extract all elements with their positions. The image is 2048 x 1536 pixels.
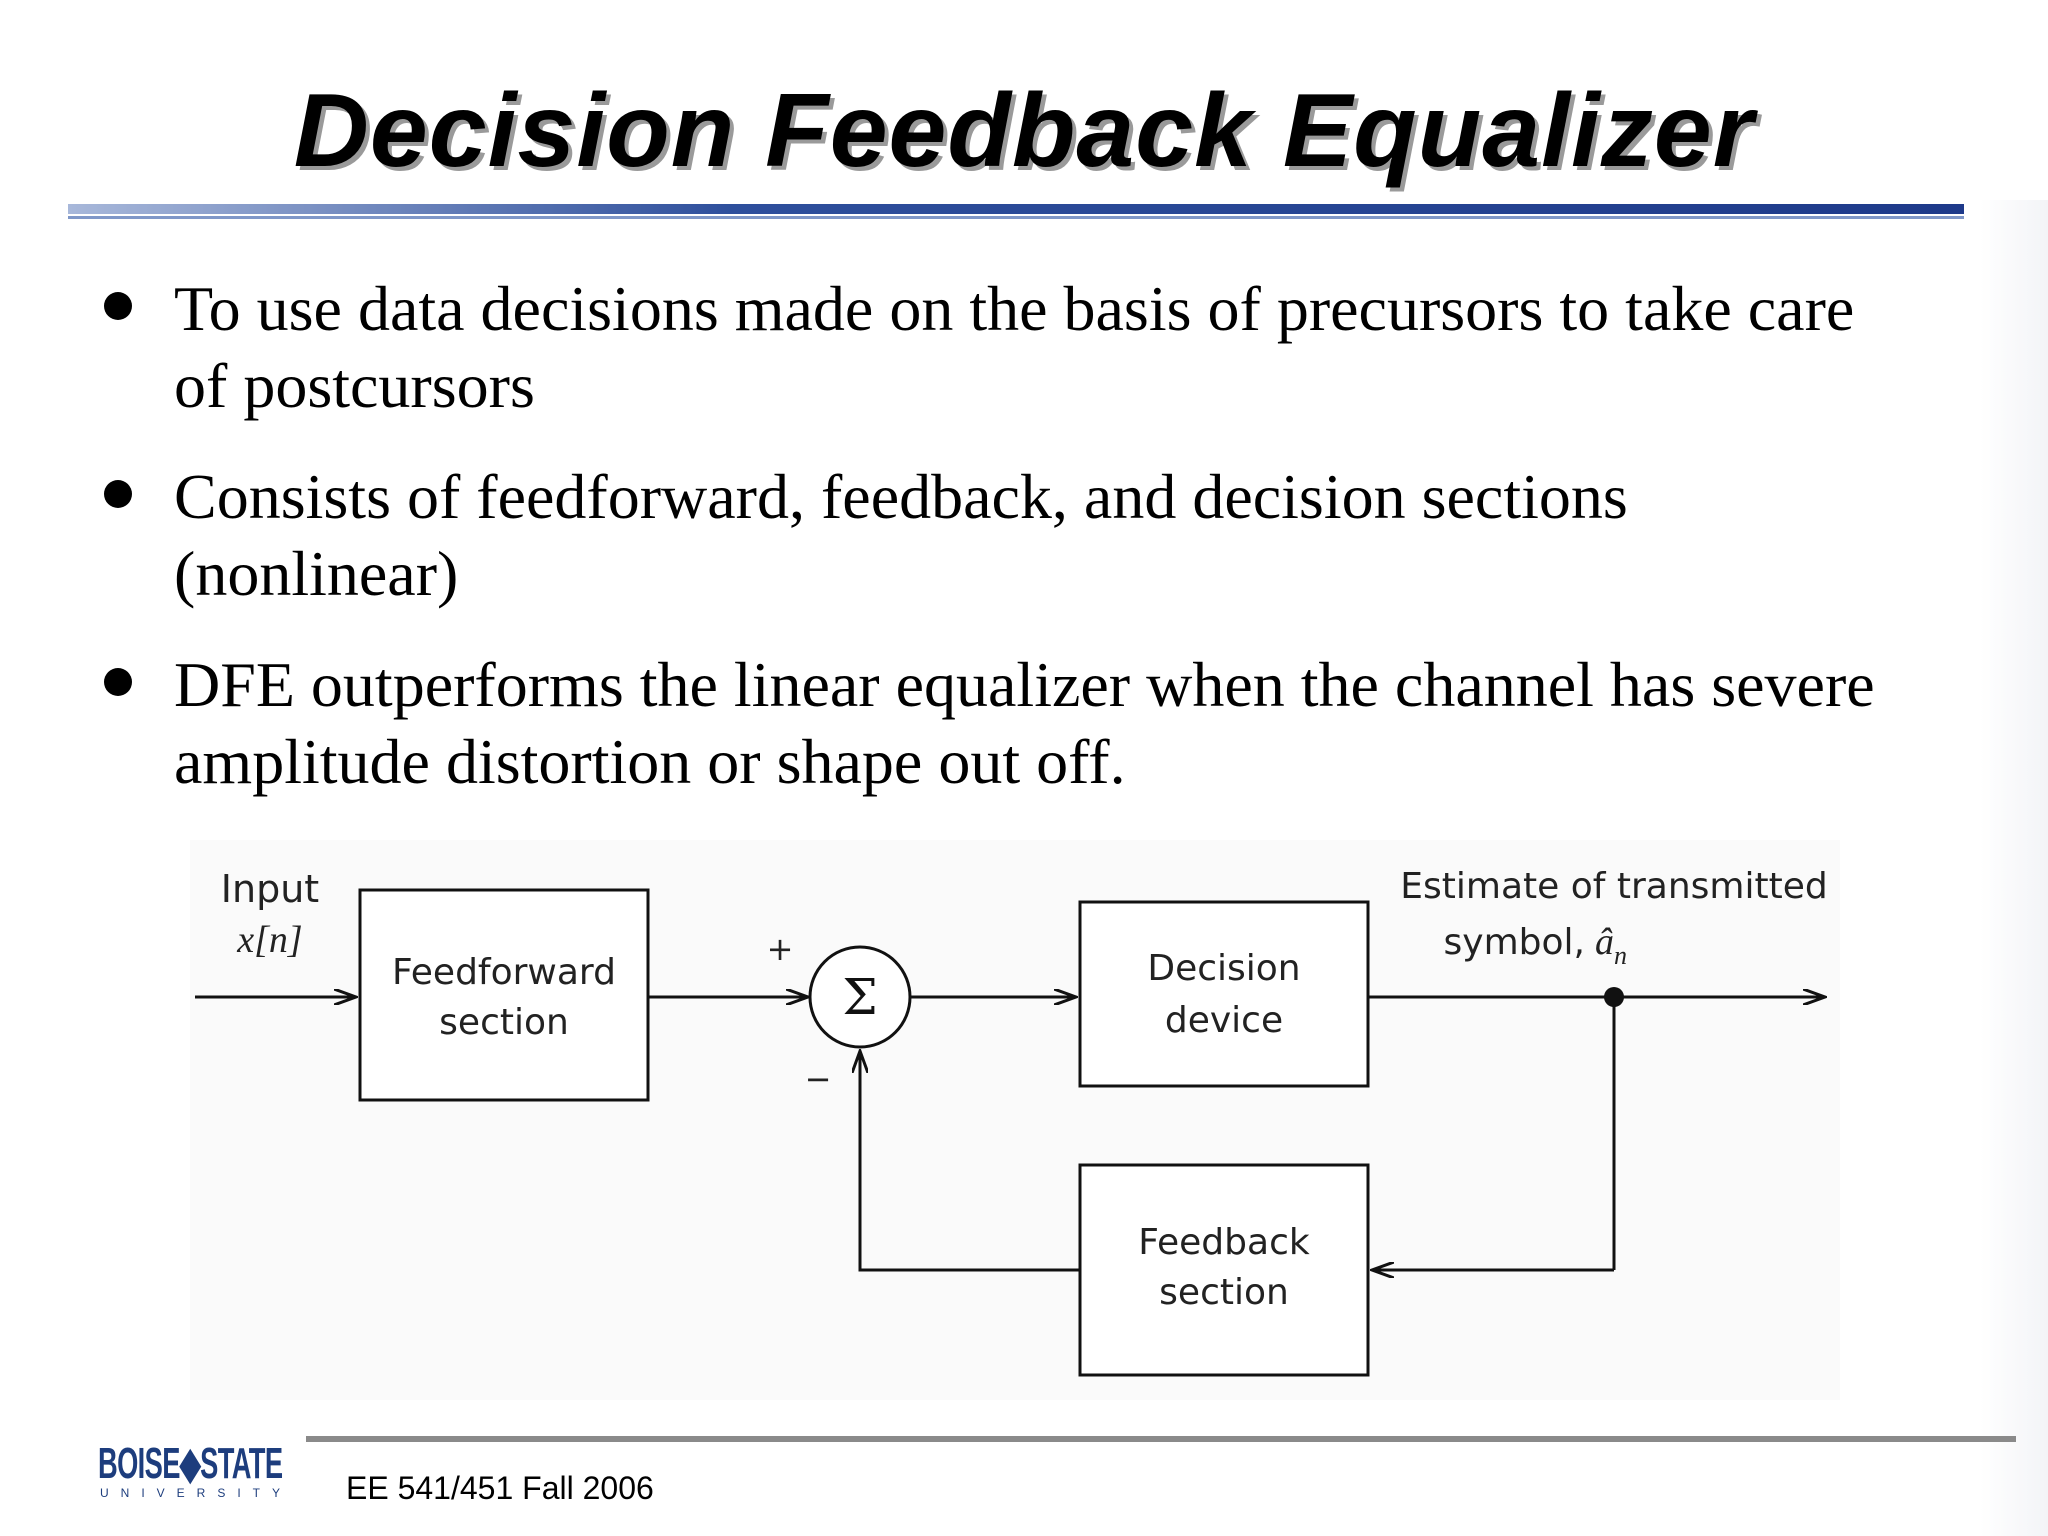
title-underline [68,204,1964,219]
input-label: Input [221,867,319,911]
dfe-block-diagram: Input x[n] Feedforward section Σ + − Dec… [190,840,1840,1400]
decision-device-block [1078,900,1370,1088]
output-label-line2: symbol, [1444,922,1585,963]
plus-sign: + [767,930,794,968]
input-signal-label: x[n] [236,919,302,961]
bullet-list: To use data decisions made on the basis … [92,270,1912,834]
bullet-text: To use data decisions made on the basis … [174,273,1855,421]
feedback-to-summer-arrow [860,1051,1080,1272]
summer-symbol: Σ [842,968,877,1026]
background-shade [1980,200,2048,1536]
decision-label-line1: Decision [1147,948,1300,989]
bullet-dot-icon [104,668,132,696]
feedforward-block [358,888,650,1102]
university-logo: BOISE◆STATE UNIVERSITY [98,1438,294,1502]
feedback-label-line1: Feedback [1138,1222,1310,1263]
output-symbol-subscript: n [1614,941,1627,970]
bullet-text: DFE outperforms the linear equalizer whe… [174,649,1875,797]
footer-divider [306,1436,2016,1442]
feedback-label-line2: section [1159,1272,1289,1313]
output-symbol-letter: â [1595,921,1614,963]
bullet-item: Consists of feedforward, feedback, and d… [92,458,1912,612]
logo-subtext: UNIVERSITY [100,1486,293,1500]
junction-dot [1604,987,1624,1007]
bullet-dot-icon [104,480,132,508]
bullet-item: DFE outperforms the linear equalizer whe… [92,646,1912,800]
footer-course-label: EE 541/451 Fall 2006 [346,1470,654,1506]
bullet-dot-icon [104,292,132,320]
feedforward-label-line2: section [439,1002,569,1043]
feedforward-label-line1: Feedforward [392,952,616,993]
logo-wordmark: BOISE◆STATE [98,1439,283,1488]
decision-label-line2: device [1165,1000,1283,1041]
bullet-text: Consists of feedforward, feedback, and d… [174,461,1628,609]
feedback-block [1078,1163,1370,1377]
bullet-item: To use data decisions made on the basis … [92,270,1912,424]
slide-title: Decision Feedback Equalizer [293,73,1755,189]
minus-sign: − [805,1060,832,1098]
output-label-line1: Estimate of transmitted [1400,866,1827,907]
output-symbol: ân [1595,921,1627,970]
